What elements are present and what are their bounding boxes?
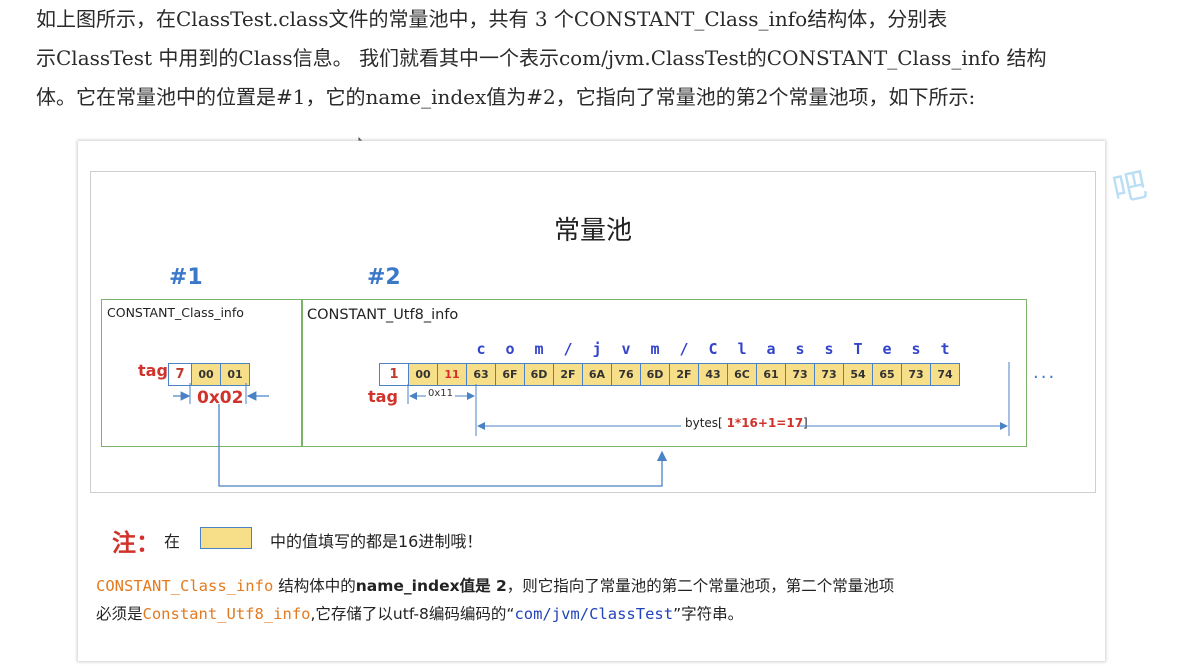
utf8-char-label: m — [534, 340, 544, 358]
utf8-byte-cell: 54 — [843, 363, 873, 386]
utf8-byte-cell: 73 — [814, 363, 844, 386]
explain-text-1d: ，则它指向了常量池的第二个常量池项，第二个常量池项 — [506, 577, 895, 595]
utf8-char-label: / — [563, 340, 573, 358]
explanation-line-1: CONSTANT_Class_info 结构体中的name_index值是 2，… — [96, 572, 1086, 600]
utf8-byte-cell: 63 — [466, 363, 496, 386]
explain-text-2e: ”字符串。 — [673, 605, 744, 623]
bytes-label-expr: 1*16+1=17 — [726, 416, 804, 430]
utf8-tag-label: tag — [368, 387, 398, 406]
note-prefix: 在 — [164, 532, 181, 551]
class-info-box — [101, 299, 303, 447]
class-info-cell: 01 — [220, 363, 250, 386]
bytes-label: bytes[ 1*16+1=17] — [683, 416, 810, 430]
utf8-char-label: / — [679, 340, 689, 358]
note-label: 注： — [112, 529, 160, 557]
utf8-char-label: T — [853, 340, 863, 358]
bytes-label-prefix: bytes[ — [685, 416, 727, 430]
diagram-arrows — [173, 362, 1010, 487]
explain-class-info: CONSTANT_Class_info — [96, 577, 274, 595]
paragraph-line-1: 如上图所示，在ClassTest.class文件的常量池中，共有 3 个CONS… — [36, 7, 948, 31]
side-watermark: 吧 — [1108, 164, 1151, 212]
intro-paragraph: 如上图所示，在ClassTest.class文件的常量池中，共有 3 个CONS… — [36, 0, 1156, 117]
explain-class-path: com/jvm/ClassTest — [514, 605, 674, 623]
utf8-char-label: s — [824, 340, 834, 358]
hex-color-swatch — [200, 527, 252, 549]
utf8-char-label: a — [766, 340, 776, 358]
class-tag-label: tag — [138, 361, 168, 380]
index-label-2: #2 — [367, 265, 401, 290]
paragraph-line-2: 示ClassTest 中用到的Class信息。 我们就看其中一个表示com/jv… — [36, 46, 1047, 70]
utf8-byte-cell: 6F — [495, 363, 525, 386]
explain-text-2a: 必须是 — [96, 605, 143, 623]
utf8-char-label: j — [592, 340, 602, 358]
utf8-byte-cell: 6D — [524, 363, 554, 386]
utf8-byte-cell: 74 — [930, 363, 960, 386]
utf8-byte-cell: 76 — [611, 363, 641, 386]
paragraph-line-3: 体。它在常量池中的位置是#1，它的name_index值为#2，它指向了常量池的… — [36, 85, 976, 109]
utf8-byte-cell: 2F — [553, 363, 583, 386]
utf8-byte-cell: 6A — [582, 363, 612, 386]
utf8-char-label: m — [650, 340, 660, 358]
explain-utf8-info: Constant_Utf8_info — [142, 605, 311, 623]
bytes-label-suffix: ] — [803, 416, 808, 430]
index-label-1: #1 — [169, 265, 203, 290]
utf8-length-cell: 00 — [408, 363, 438, 386]
utf8-info-box — [301, 299, 1027, 447]
class-name-index-value: 0x02 — [197, 388, 244, 408]
explain-text-1b: 结构体中的 — [273, 577, 356, 595]
class-info-cell: 00 — [191, 363, 221, 386]
utf8-byte-cell: 2F — [669, 363, 699, 386]
utf8-char-label: s — [795, 340, 805, 358]
explain-text-2c: ,它存储了以utf-8编码编码的“ — [310, 605, 515, 623]
utf8-byte-cell: 6D — [640, 363, 670, 386]
utf8-byte-cell: 61 — [756, 363, 786, 386]
utf8-char-label: t — [940, 340, 950, 358]
class-info-label: CONSTANT_Class_info — [107, 305, 244, 320]
utf8-length-cell: 11 — [437, 363, 467, 386]
pool-title: 常量池 — [553, 216, 632, 246]
explanation-line-2: 必须是Constant_Utf8_info,它存储了以utf-8编码编码的“co… — [96, 600, 1086, 628]
utf8-char-label: e — [882, 340, 892, 358]
utf8-info-label: CONSTANT_Utf8_info — [307, 307, 459, 323]
constant-pool-figure: 常量池 #1 #2 CONSTANT_Class_info CONSTANT_U… — [78, 141, 1105, 661]
utf8-char-label: v — [621, 340, 631, 358]
utf8-char-label: l — [737, 340, 747, 358]
more-ellipsis: ... — [1033, 362, 1057, 383]
constant-pool-diagram: 常量池 #1 #2 CONSTANT_Class_info CONSTANT_U… — [90, 171, 1096, 493]
utf8-char-label: o — [505, 340, 515, 358]
note-text: 中的值填写的都是16进制哦！ — [270, 532, 483, 551]
utf8-tag-cell: 1 — [379, 363, 409, 386]
utf8-byte-cell: 6C — [727, 363, 757, 386]
utf8-char-label: s — [911, 340, 921, 358]
explain-name-index: name_index值是 2 — [355, 577, 507, 595]
utf8-char-label: c — [476, 340, 486, 358]
explanation-text: CONSTANT_Class_info 结构体中的name_index值是 2，… — [96, 572, 1086, 628]
utf8-char-label: C — [708, 340, 718, 358]
utf8-length-label: 0x11 — [428, 388, 454, 399]
